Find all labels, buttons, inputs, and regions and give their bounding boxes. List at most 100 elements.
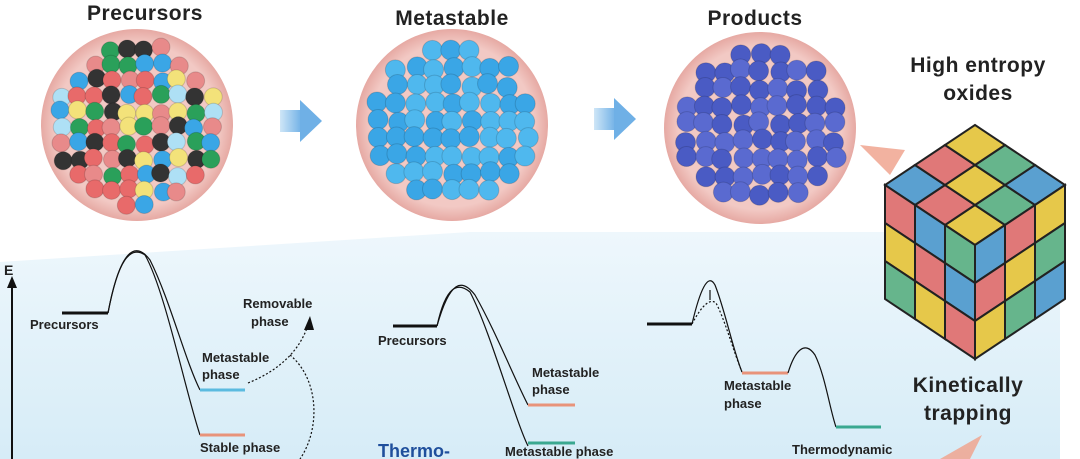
hea-title-line1: High entropy [910,54,1046,77]
particle [694,76,716,98]
cube-tile [1034,259,1066,321]
d3-metastable-1: Metastable [724,378,791,393]
particle [477,73,499,95]
particle [785,130,807,152]
particle [151,37,171,57]
particle [403,161,425,183]
particle [786,59,808,81]
particle [711,113,733,135]
particle [83,148,103,168]
particle [51,133,71,153]
particle [185,87,205,107]
particle [711,148,733,170]
particle [153,53,173,73]
d1-removable-2: phase [251,314,289,329]
particle [751,128,773,150]
particle [117,148,137,168]
particle [101,54,121,74]
particle [517,127,539,149]
particle [458,178,480,200]
particle [695,166,717,188]
particle [478,179,500,201]
curved-arrow-icon [860,145,905,175]
particle [459,91,481,113]
particle [498,55,520,77]
kinetic-line1: Kinetically [913,374,1024,397]
particle [386,73,408,95]
particle [730,94,752,116]
d2-metastable-1: Metastable [532,365,599,380]
dashed-arrow-icon [304,316,314,330]
d3-thermodynamic: Thermodynamic [792,442,892,457]
cube-tile [943,123,1007,167]
energy-diagram-1 [62,250,315,459]
energy-diagram-2 [393,284,575,447]
particle [201,133,221,153]
particle [151,163,171,183]
particle [458,126,480,148]
particle [461,56,483,78]
axis-label: E [4,262,13,278]
particle [421,178,443,200]
arrow-icon [280,100,322,142]
particle [403,126,425,148]
d2-side-label: Thermo- [378,441,450,459]
particle [385,163,407,185]
particle [185,165,205,185]
particle [151,116,171,136]
particle [116,195,136,215]
particle [101,85,121,105]
particle [824,111,846,133]
up-arrow-icon [940,435,982,459]
particle [53,151,73,171]
particle [135,70,155,90]
stage-title-precursors: Precursors [87,2,203,25]
hea-title-line2: oxides [943,82,1013,105]
d3-metastable-2: phase [724,396,762,411]
arrow-icon [594,98,636,140]
particle [693,112,715,134]
particle [50,100,70,120]
particle [785,94,807,116]
particle [68,100,88,120]
d2-metastable-2: phase [532,382,570,397]
d1-precursors: Precursors [30,317,99,332]
stage-title-products: Products [707,7,802,30]
particle [766,95,788,117]
d1-metastable-2: phase [202,367,240,382]
particle [440,39,462,61]
particle [730,76,752,98]
particle [495,127,517,149]
particle [422,127,444,149]
d2-precursors: Precursors [378,333,447,348]
particle [480,92,502,114]
d1-metastable-1: Metastable [202,350,269,365]
particle [806,146,828,168]
particle [151,84,171,104]
particle [441,145,463,167]
kinetic-line2: trapping [924,402,1012,425]
particle [135,54,155,74]
particle [805,60,827,82]
particle [769,164,791,186]
particle [166,182,186,202]
particle [102,180,122,200]
particle [676,146,698,168]
particle [386,143,408,165]
particle [498,163,520,185]
particle [748,184,770,206]
particle [169,148,189,168]
particle [69,132,89,152]
particle [514,145,536,167]
particle [729,58,751,80]
background-panel [0,232,1060,459]
particle [117,39,137,59]
particle [750,43,772,65]
high-entropy-oxide-cube [883,123,1067,361]
particle [367,108,389,130]
particle [748,111,770,133]
d1-stable: Stable phase [200,440,280,455]
particle [825,146,847,168]
energy-diagram-3 [647,280,881,429]
